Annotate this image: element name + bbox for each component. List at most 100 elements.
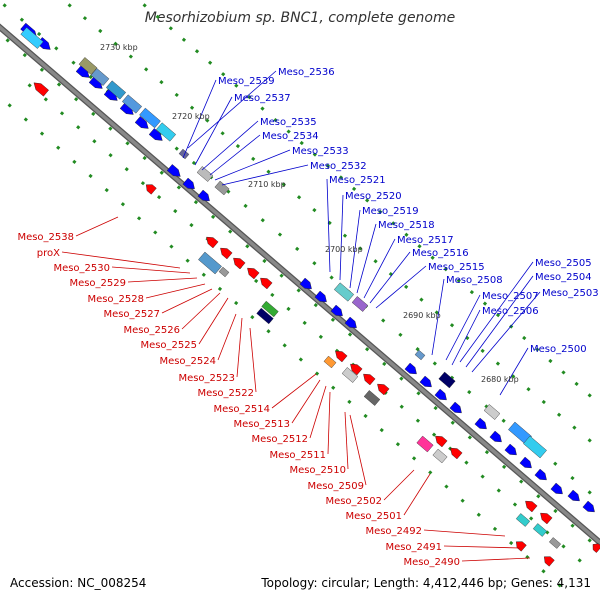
reverse-leader-line [61, 251, 181, 269]
tick-dot [125, 141, 130, 146]
forward-gene-label: Meso_2533 [292, 146, 349, 157]
reverse-gene-arrow [377, 383, 390, 396]
reverse-leader-line [423, 529, 506, 537]
feature-box [341, 367, 359, 383]
feature-box [90, 68, 110, 86]
reverse-gene-label: proX [37, 248, 60, 259]
tick-dot [295, 246, 300, 251]
tick-dot [365, 347, 370, 352]
tick-dot [104, 187, 109, 193]
tick-dot [449, 323, 455, 328]
reverse-leader-line [461, 557, 531, 562]
forward-leader-line [499, 347, 529, 396]
tick-dot [495, 361, 501, 366]
feature-box [483, 404, 501, 420]
forward-gene-label: Meso_2503 [542, 288, 599, 299]
forward-leader-line [471, 291, 541, 373]
forward-gene-arrow [567, 489, 580, 502]
tick-dot [185, 258, 190, 263]
tick-dot [153, 230, 158, 235]
tick-dot [113, 41, 118, 46]
tick-dot [541, 569, 546, 574]
tick-dot [522, 335, 527, 341]
tick-dot [98, 28, 103, 34]
reverse-leader-line [145, 283, 206, 299]
tick-dot [391, 221, 396, 226]
tick-dot [71, 60, 76, 65]
reverse-gene-label: Meso_2528 [87, 294, 144, 305]
tick-dot [217, 286, 223, 292]
reverse-leader-line [127, 277, 198, 283]
reverse-gene-label: Meso_2522 [197, 388, 254, 399]
tick-dot [535, 347, 540, 352]
tick-dot [501, 464, 507, 469]
tick-dot [395, 442, 401, 447]
tick-dot [2, 3, 7, 8]
reverse-gene-arrow [363, 373, 376, 386]
tick-dot [467, 390, 472, 395]
tick-dot [281, 182, 286, 187]
feature-box [139, 107, 161, 129]
topology-text: Topology: circular; Length: 4,412,446 bp… [261, 576, 591, 590]
feature-box [155, 122, 177, 142]
reverse-gene-arrow [335, 350, 348, 363]
tick-dot [189, 222, 194, 228]
forward-leader-line [375, 265, 427, 309]
tick-dot [434, 310, 439, 315]
forward-gene-arrow [550, 482, 563, 495]
feature-box [78, 57, 98, 75]
forward-leader-line [187, 70, 277, 149]
forward-gene-arrow [134, 116, 149, 129]
tick-dot [142, 3, 147, 8]
tick-dot [181, 37, 187, 42]
forward-leader-line [214, 149, 291, 181]
tick-dot [39, 67, 45, 72]
scale-tick-label: 2720 kbp [172, 112, 210, 121]
forward-gene-label: Meso_2507 [482, 291, 539, 302]
tick-dot [501, 418, 506, 423]
reverse-leader-line [161, 288, 213, 314]
tick-dot [428, 470, 433, 475]
forward-gene-arrow [419, 375, 432, 388]
tick-dot [174, 92, 179, 98]
tick-dot [338, 175, 344, 180]
tick-dot [548, 358, 553, 364]
tick-dot [464, 460, 469, 465]
tick-dot [108, 153, 113, 158]
tick-dot [286, 129, 291, 134]
feature-box [548, 537, 562, 549]
forward-gene-arrow [434, 388, 447, 401]
reverse-gene-arrow [525, 500, 538, 513]
forward-gene-label: Meso_2520 [345, 191, 402, 202]
reverse-gene-arrow [350, 363, 363, 376]
scale-tick-label: 2690 kbp [403, 311, 441, 320]
forward-gene-label: Meso_2521 [329, 175, 386, 186]
tick-dot [56, 145, 61, 150]
tick-dot [312, 261, 317, 266]
tick-dot [512, 502, 518, 507]
tick-dot [587, 490, 592, 495]
feature-box [178, 148, 190, 160]
tick-dot [108, 126, 113, 131]
tick-dot [194, 49, 200, 54]
tick-dot [570, 475, 575, 481]
tick-dot [330, 317, 336, 322]
tick-dot [398, 332, 403, 337]
tick-dot [312, 207, 317, 213]
forward-gene-arrow [449, 401, 462, 414]
reverse-leader-line [198, 297, 229, 345]
tick-dot [191, 160, 197, 166]
reverse-gene-label: Meso_2530 [53, 263, 110, 274]
tick-dot [313, 302, 318, 308]
tick-dot [381, 318, 386, 323]
forward-gene-arrow [504, 443, 517, 456]
map-title: Mesorhizobium sp. BNC1, complete genome [144, 10, 456, 26]
reverse-leader-line [344, 411, 349, 470]
forward-leader-line [221, 164, 309, 186]
forward-gene-label: Meso_2508 [446, 275, 503, 286]
tick-dot [142, 155, 147, 161]
tick-dot [329, 275, 334, 280]
reverse-gene-arrow [33, 82, 49, 97]
